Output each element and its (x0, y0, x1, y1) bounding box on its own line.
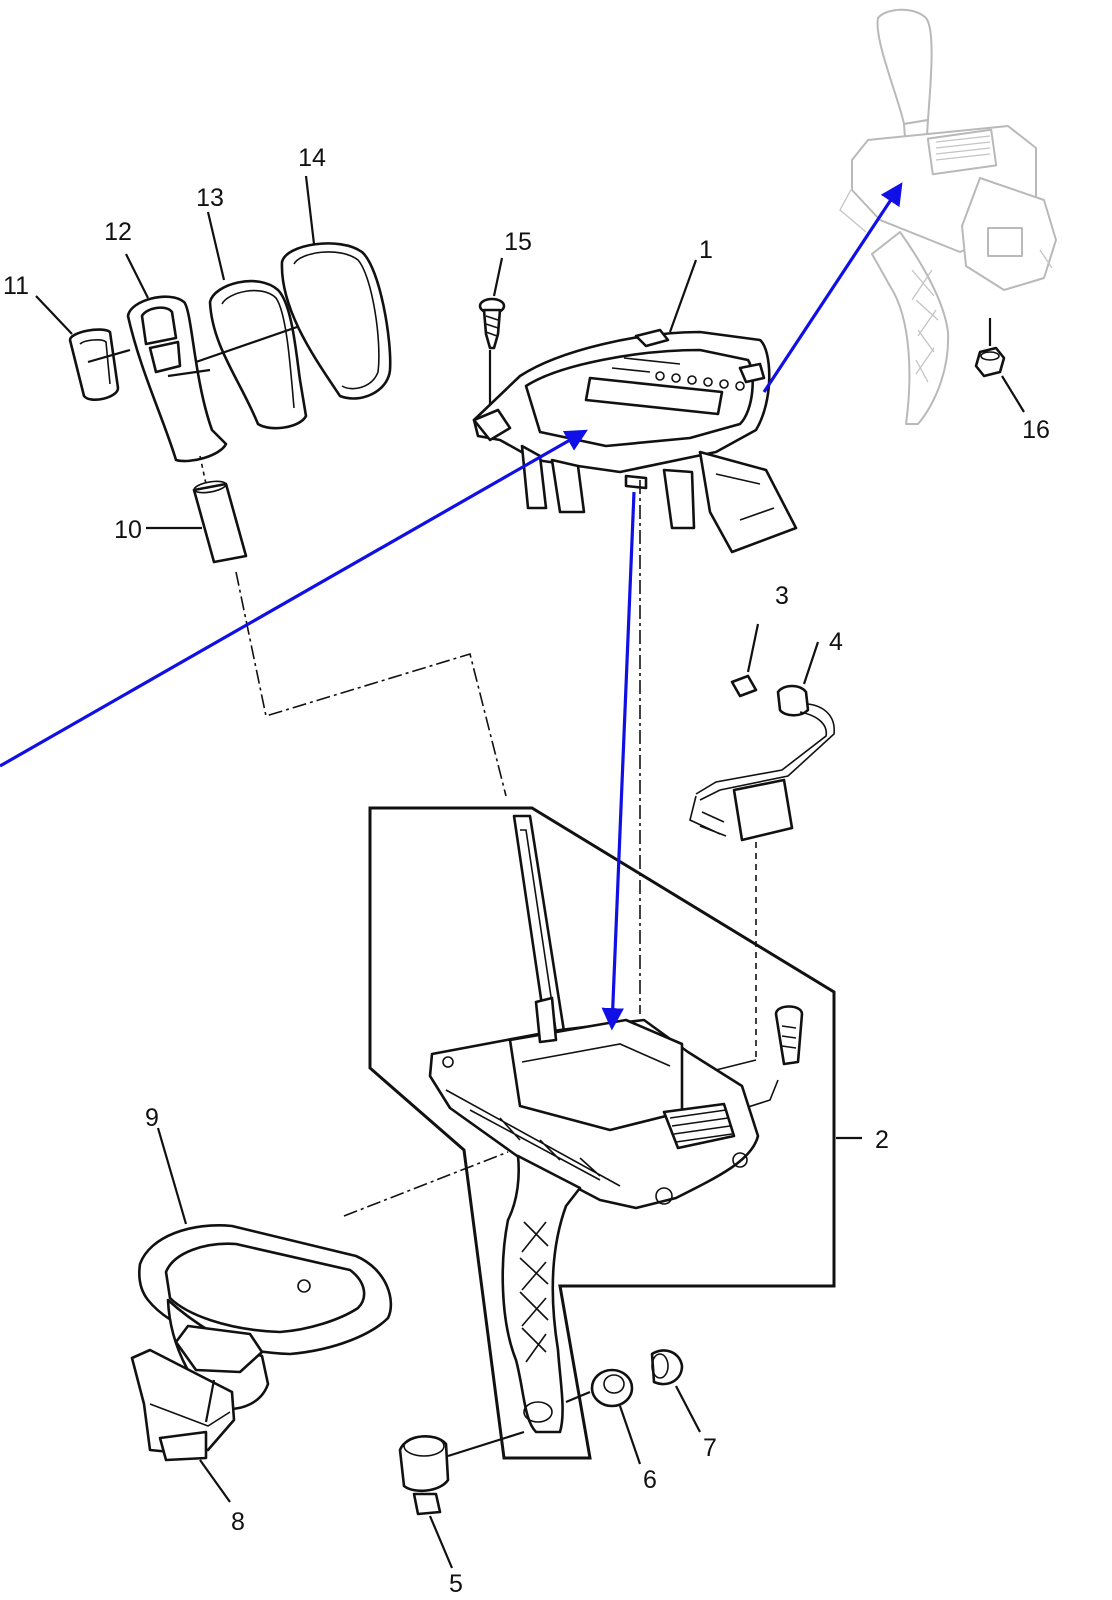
callout-15: 15 (504, 228, 532, 256)
callout-6: 6 (643, 1466, 657, 1494)
arrow-to-bezel (0, 429, 588, 768)
part-2-assembly-boundary (368, 806, 862, 1460)
callout-14: 14 (298, 144, 326, 172)
part-trim-insert-11 (35, 295, 131, 401)
callout-8: 8 (231, 1508, 245, 1536)
part-clip-8 (130, 1348, 236, 1503)
part-harness-4 (689, 641, 835, 1060)
part-knob-cover-14 (280, 175, 392, 400)
callout-11: 11 (3, 272, 29, 300)
callout-13: 13 (196, 184, 224, 212)
callout-16: 16 (1022, 416, 1050, 444)
callout-12: 12 (104, 218, 132, 246)
part-indicator-bezel-1 (472, 259, 798, 554)
callout-3: 3 (775, 582, 789, 610)
part-screw-15 (478, 257, 506, 420)
part-retainer-7 (650, 1349, 701, 1433)
part-sleeve-10 (146, 455, 248, 564)
part-nut-16 (974, 318, 1025, 413)
part-boot-9 (137, 1127, 393, 1411)
arrow-to-installed (762, 182, 903, 393)
part-pivot-bolt-5 (398, 1430, 525, 1569)
part-bushing-6 (565, 1368, 642, 1465)
part-knob-panel-13 (195, 211, 308, 430)
blue-arrows (0, 182, 903, 1031)
callout-labels: 1 2 3 4 5 6 7 8 9 10 11 12 13 14 15 16 (3, 144, 1050, 1598)
bezel-indicator-lamps (655, 371, 745, 391)
callout-10: 10 (114, 516, 142, 544)
callout-5: 5 (449, 1570, 463, 1598)
part-shifter-base-2 (428, 814, 804, 1434)
callout-2: 2 (875, 1126, 889, 1154)
callout-1: 1 (699, 236, 713, 264)
installed-assembly-ghost (839, 8, 1057, 425)
part-bulb-3 (730, 623, 760, 698)
callout-4: 4 (829, 628, 843, 656)
part-knob-panel-12 (125, 253, 228, 463)
callout-7: 7 (703, 1434, 717, 1462)
arrow-to-base (601, 491, 636, 1031)
callout-9: 9 (145, 1104, 159, 1132)
